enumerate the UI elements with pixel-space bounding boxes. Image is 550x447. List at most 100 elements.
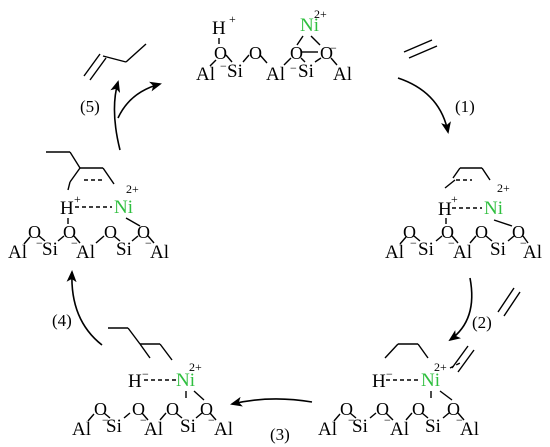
ethylene-molecule — [403, 39, 438, 59]
o-atom: O — [63, 222, 76, 242]
arrow-step-5-branch — [110, 80, 121, 151]
o-atom: O — [166, 399, 179, 419]
o-atom: O — [340, 399, 353, 419]
charge-minus: − — [36, 236, 43, 250]
charge-minus: − — [208, 413, 215, 427]
charge-minus: − — [384, 413, 391, 427]
charge-minus: − — [520, 236, 527, 250]
al-atom: Al — [72, 419, 91, 440]
ethylene-molecule — [497, 287, 521, 317]
charge-ni: 2+ — [434, 360, 447, 374]
h-atom: H — [372, 371, 386, 392]
al-atom: Al — [150, 242, 169, 263]
arrow-step-4 — [66, 270, 103, 346]
ni-atom: Ni — [421, 370, 440, 391]
o-atom: O — [132, 399, 145, 419]
al-atom: Al — [390, 419, 409, 440]
al-atom: Al — [76, 242, 95, 263]
charge-minus: − — [348, 413, 355, 427]
charge-minus: − — [220, 59, 227, 73]
o-atom: O — [249, 43, 262, 63]
al-atom: Al — [318, 419, 337, 440]
o-atom: O — [376, 399, 389, 419]
si-atom: Si — [106, 416, 122, 437]
al-atom: Al — [460, 419, 479, 440]
charge-minus: − — [386, 367, 393, 381]
arrow-step-5 — [117, 81, 162, 119]
si-atom: Si — [418, 239, 434, 260]
charge-minus: − — [456, 413, 463, 427]
charge-ni: 2+ — [497, 181, 510, 195]
al-atom: Al — [196, 64, 215, 85]
ni-atom: Ni — [176, 370, 195, 391]
al-atom: Al — [453, 242, 472, 263]
h-atom: H — [212, 18, 226, 39]
o-atom: O — [104, 222, 117, 242]
step-label-1: (1) — [455, 97, 475, 116]
step-label-4: (4) — [52, 311, 72, 330]
charge-plus: + — [229, 12, 236, 26]
ni-atom: Ni — [300, 15, 319, 36]
charge-minus: − — [142, 367, 149, 381]
charge-minus: − — [71, 236, 78, 250]
al-atom: Al — [214, 419, 233, 440]
ni-atom: Ni — [114, 197, 133, 218]
al-atom: Al — [144, 419, 163, 440]
si-atom: Si — [425, 416, 441, 437]
left-upper-site: H + Ni 2+ O − O − O O − Al Si Al Si Al — [8, 151, 169, 263]
al-atom: Al — [385, 242, 404, 263]
charge-minus: − — [145, 236, 152, 250]
bottom-left-site: H − Ni 2+ O − O − O O − Al Si Al Si Al — [72, 327, 233, 440]
charge-minus: − — [140, 413, 147, 427]
arrow-step-3 — [230, 396, 313, 407]
step-label-2: (2) — [472, 313, 492, 332]
charge-minus: − — [290, 61, 297, 75]
charge-ni: 2+ — [126, 182, 139, 196]
al-atom: Al — [8, 242, 27, 263]
si-atom: Si — [180, 416, 196, 437]
arrow-step-2 — [448, 277, 473, 342]
charge-minus: − — [448, 236, 455, 250]
o-atom: O — [28, 222, 41, 242]
ni-atom: Ni — [484, 198, 503, 219]
butene-molecule — [83, 43, 147, 81]
o-atom: O — [200, 399, 213, 419]
al-atom: Al — [523, 242, 542, 263]
charge-plus: + — [74, 192, 81, 206]
o-atom: O — [475, 222, 488, 242]
h-atom: H — [438, 199, 452, 220]
charge-minus: − — [330, 41, 337, 55]
si-atom: Si — [352, 416, 368, 437]
arrow-step-1 — [397, 77, 451, 134]
h-atom: H — [128, 371, 142, 392]
step-label-3: (3) — [270, 425, 290, 444]
charge-ni: 2+ — [314, 7, 327, 21]
o-atom: O — [137, 222, 150, 242]
o-atom: O — [320, 43, 333, 63]
right-lower-site: H − Ni 2+ O − O − O O − Al Si Al Si Al — [318, 343, 479, 440]
o-atom: O — [441, 222, 454, 242]
charge-minus: − — [102, 413, 109, 427]
h-atom: H — [60, 198, 74, 219]
al-atom: Al — [266, 64, 285, 85]
right-upper-site: H + Ni 2+ O − O − O O − Al Si Al Si Al — [385, 167, 542, 263]
charge-ni: 2+ — [189, 360, 202, 374]
o-atom: O — [512, 222, 525, 242]
al-atom: Al — [333, 64, 352, 85]
o-atom: O — [214, 43, 227, 63]
step-label-5: (5) — [80, 97, 100, 116]
si-atom: Si — [298, 61, 314, 82]
si-atom: Si — [116, 239, 132, 260]
o-atom: O — [403, 222, 416, 242]
o-atom: O — [290, 43, 303, 63]
si-atom: Si — [490, 239, 506, 260]
si-atom: Si — [42, 239, 58, 260]
o-atom: O — [447, 399, 460, 419]
charge-plus: + — [451, 192, 458, 206]
si-atom: Si — [227, 61, 243, 82]
top-active-site: H + Ni 2+ O − O O O − − Al Si Al Si Al — [196, 7, 352, 85]
o-atom: O — [412, 399, 425, 419]
charge-minus: − — [410, 236, 417, 250]
